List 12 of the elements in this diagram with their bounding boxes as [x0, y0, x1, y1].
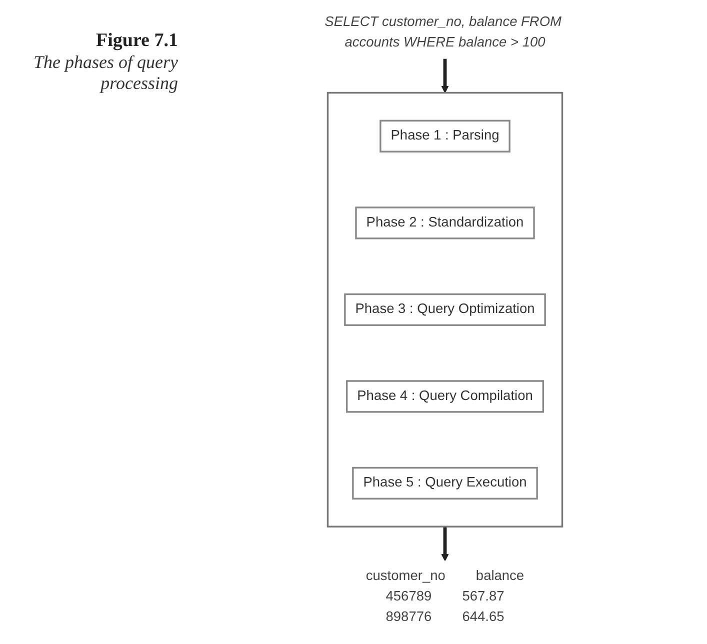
- node-box: Phase 5 : Query Execution: [352, 466, 538, 500]
- node-box: Phase 3 : Query Optimization: [344, 293, 546, 326]
- node-box: Phase 1 : Parsing: [380, 120, 510, 152]
- figure-title: Figure 7.1: [95, 30, 178, 52]
- node-box: Phase 4 : Query Compilation: [346, 380, 544, 413]
- cluster: [326, 92, 564, 528]
- node-text: customer_no balance 456789 567.87 898776 644.65: [366, 568, 524, 625]
- figure-caption: The phases of query processing: [32, 52, 178, 94]
- node-box: Phase 2 : Standardization: [355, 206, 535, 240]
- arrow: [441, 58, 449, 94]
- arrow: [441, 526, 449, 562]
- node-text: SELECT customer_no, balance FROM accounts WHERE balance > 100: [324, 14, 562, 50]
